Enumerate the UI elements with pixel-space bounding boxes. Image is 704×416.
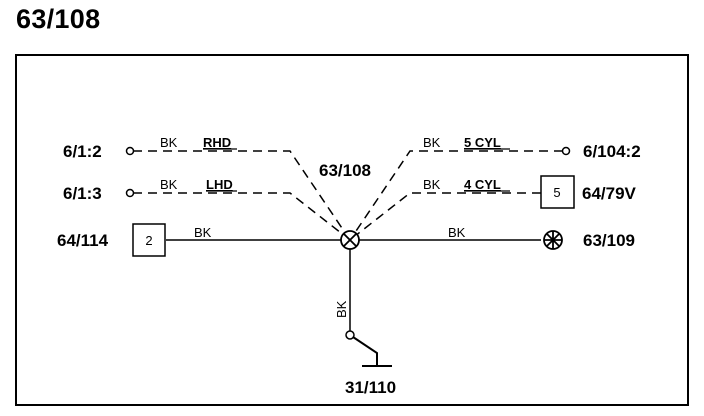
wire-color-right: BK [448,225,466,240]
node-label-top-left: 6/1:2 [63,142,102,161]
connector-box-left [132,223,166,257]
node-label-left: 64/114 [57,231,109,250]
wire-mid-right [349,192,541,241]
wire-color-left: BK [194,225,212,240]
wire-variant-mid-left: LHD [206,177,233,192]
wire-color-mid-left: BK [160,177,178,192]
node-label-center: 63/108 [319,161,371,180]
wire-variant-mid-right: 4 CYL [464,177,501,192]
connector-box-mid-right [540,175,575,209]
connector-box-left-number: 2 [145,233,152,248]
node-label-mid-left: 6/1:3 [63,184,102,203]
splice-center [340,230,360,250]
wire-color-ground: BK [334,300,349,318]
wire-mid-left [133,192,351,241]
terminal-mid-left [125,188,135,198]
wire-color-top-left: BK [160,135,178,150]
terminal-top-right [561,146,571,156]
node-label-top-right: 6/104:2 [583,142,641,161]
lamp-right [543,230,563,250]
ground-symbol [352,336,392,367]
node-label-mid-right: 64/79V [582,184,637,203]
node-label-ground: 31/110 [345,378,396,397]
wire-variant-top-right: 5 CYL [464,135,501,150]
wire-color-mid-right: BK [423,177,441,192]
page-title: 63/108 [16,4,101,34]
connector-box-mid-right-number: 5 [553,185,560,200]
wire-color-top-right: BK [423,135,441,150]
terminal-ground [345,330,355,340]
terminal-top-left [125,146,135,156]
node-label-right: 63/109 [583,231,635,250]
wire-top-left [133,150,351,241]
diagram-frame [15,54,689,406]
wire-variant-top-left: RHD [203,135,231,150]
wire-top-right [349,150,563,241]
